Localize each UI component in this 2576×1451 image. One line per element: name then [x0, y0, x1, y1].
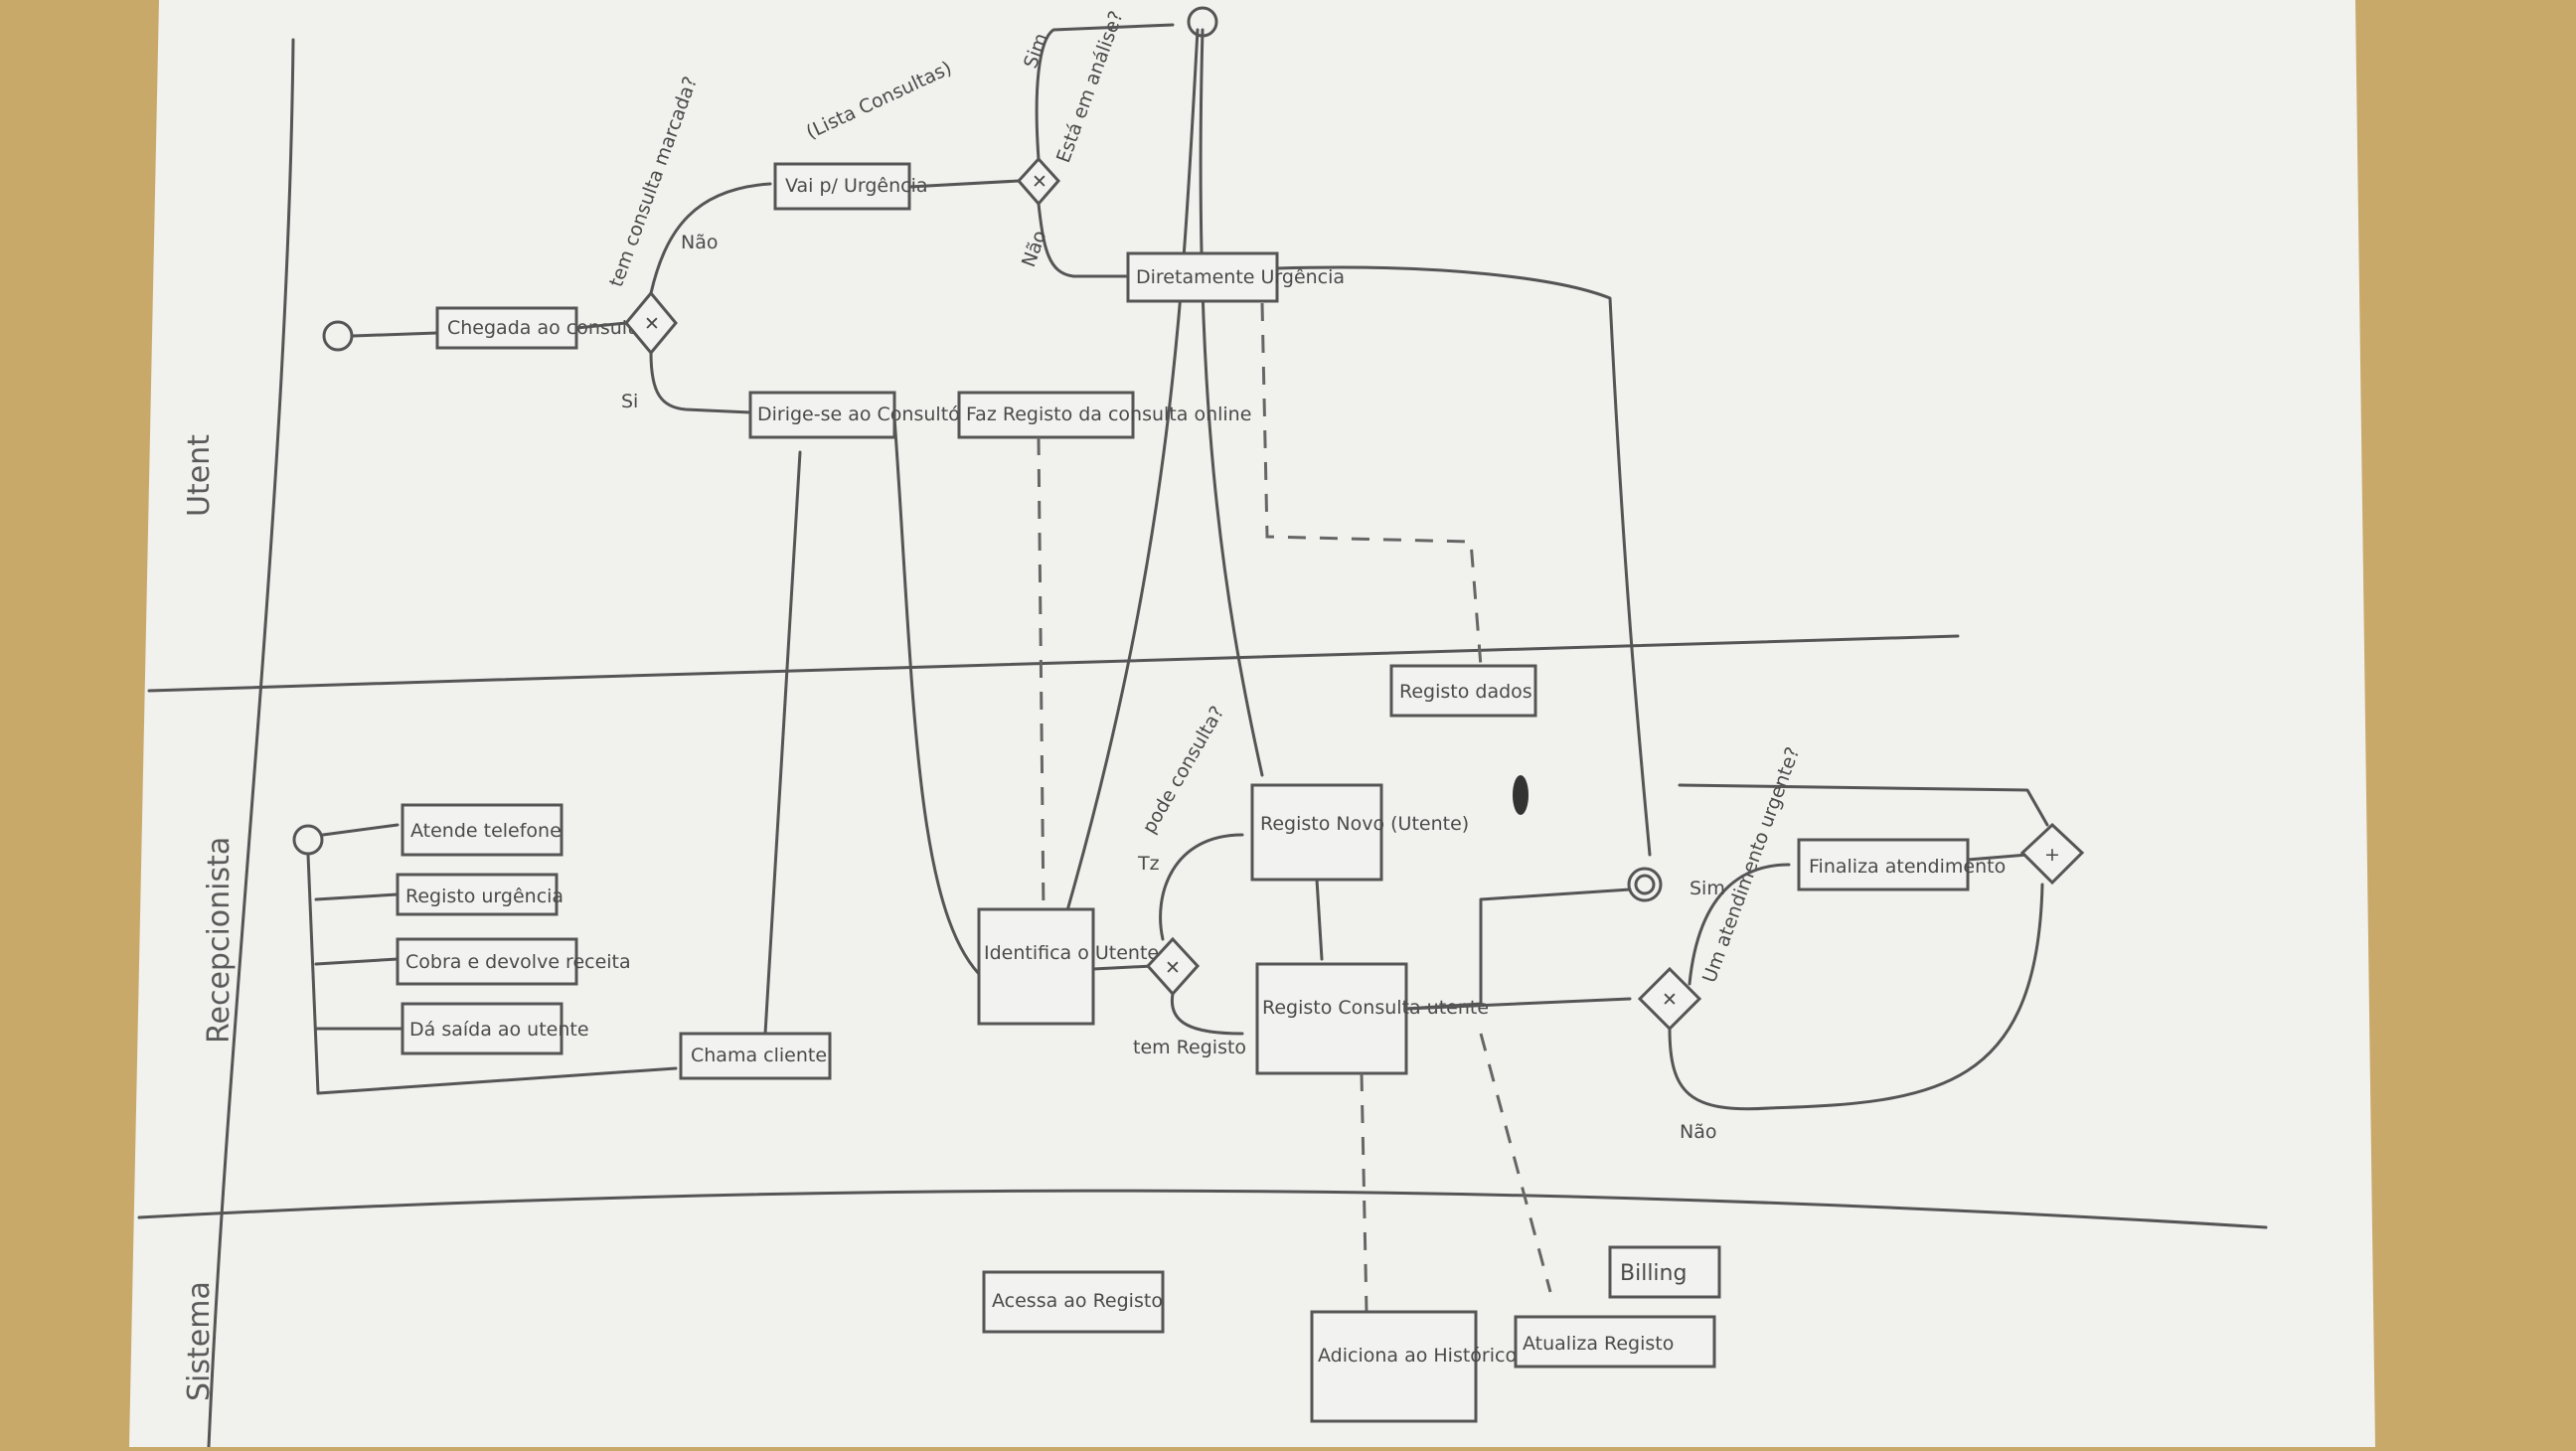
task-access-registry-label: Acessa ao Registo — [992, 1290, 1163, 1312]
task-update-registry — [1514, 1315, 1716, 1369]
flow-gateway3-yes — [1159, 833, 1244, 941]
task-register-form-label: Faz Registo da consulta online — [966, 403, 1251, 425]
task-call-client — [679, 1032, 832, 1080]
task-option4 — [401, 1002, 564, 1055]
task-go-consult-label: Dirige-se ao Consultório — [757, 403, 984, 425]
task-register-data — [1389, 664, 1537, 718]
lane-divider-top — [147, 634, 1960, 693]
flow-top-event-down — [1061, 28, 1200, 926]
swimlane-lines — [137, 38, 2268, 1449]
flow-gateway1-no — [649, 182, 772, 295]
lane-label-middle: Recepcionista — [202, 837, 237, 1044]
message-history-down — [1360, 1072, 1368, 1313]
flow-gateway2-no — [1037, 202, 1130, 278]
task-billing — [1608, 1245, 1721, 1299]
flow-gateway2-yes — [1035, 23, 1175, 161]
flow-start-top — [351, 331, 439, 338]
flow-start-middle-bus — [306, 853, 678, 1095]
message-urgency-down — [1260, 302, 1483, 667]
task-go-urgency-label: Vai p/ Urgência — [785, 175, 928, 197]
task-update-registry-label: Atualiza Registo — [1523, 1333, 1674, 1355]
flow-option3 — [314, 957, 400, 966]
task-identify-patient — [977, 907, 1095, 1026]
gateway-join-mark: + — [2044, 844, 2060, 866]
flow-gateway4-yes — [1688, 863, 1791, 986]
lane-header-divider — [207, 38, 295, 1449]
task-register-data-label: Registo dados — [1399, 681, 1532, 703]
message-event-marker — [1513, 775, 1529, 815]
lane-label-bottom: Sistema — [182, 1281, 217, 1401]
task-register-form — [957, 391, 1135, 439]
flow-updated-to-gateway4 — [1404, 997, 1632, 1011]
flow-urgency-to-end — [1275, 265, 1652, 857]
task-go-consult — [748, 391, 896, 439]
gateway1-yes-label: Si — [621, 391, 638, 412]
gateway4-mark: ✕ — [1662, 989, 1678, 1011]
task-start-top-label: Chegada ao consultório — [447, 317, 671, 339]
message-billing-down — [1479, 1033, 1552, 1293]
flow-gateway3-no — [1170, 992, 1244, 1036]
flow-call-client-up — [763, 450, 802, 1036]
task-add-history — [1310, 1310, 1478, 1423]
task-finish — [1797, 838, 1970, 891]
flow-gateway1-yes — [649, 351, 752, 414]
message-register-down — [1037, 436, 1046, 915]
flow-to-gateway1 — [574, 321, 628, 330]
task-register-updated — [1255, 962, 1408, 1075]
task-option4-label: Dá saída ao utente — [409, 1019, 589, 1041]
task-option1-label: Atende telefone — [410, 820, 562, 842]
flow-to-gateway2 — [907, 179, 1021, 189]
task-start-top — [435, 306, 578, 350]
gateway4-yes-label: Sim — [1690, 878, 1725, 899]
gateway-join — [2019, 822, 2085, 886]
task-identify-patient-label: Identifica o Utente — [984, 942, 1159, 964]
task-call-client-label: Chama cliente — [691, 1045, 827, 1066]
gateway2-mark: ✕ — [1032, 171, 1047, 193]
flow-loop-top — [1678, 783, 2049, 827]
flow-to-gateway3 — [1091, 964, 1155, 971]
flow-option2 — [314, 892, 400, 901]
flow-option1 — [321, 823, 400, 837]
flow-top-event-down2 — [1199, 28, 1264, 777]
task-finish-label: Finaliza atendimento — [1809, 856, 2006, 878]
task-add-history-label: Adiciona ao Histórico — [1318, 1345, 1517, 1367]
task-option2 — [396, 873, 559, 916]
gateway1-mark: ✕ — [644, 313, 660, 335]
task-option2-label: Registo urgência — [405, 886, 564, 907]
flow-finish-to-join — [1966, 853, 2029, 862]
flow-consult-down — [892, 415, 986, 981]
task-call-urgency-label: Diretamente Urgência — [1136, 266, 1345, 288]
lane-divider-bottom — [137, 1189, 2268, 1229]
task-register-new-label: Registo Novo (Utente) — [1260, 813, 1469, 835]
intermediate-event-middle-inner — [1634, 874, 1656, 895]
task-register-updated-label: Registo Consulta utente — [1262, 997, 1489, 1019]
gateway1-no-label: Não — [681, 232, 718, 253]
flow-new-to-updated — [1315, 878, 1324, 961]
flow-gateway4-no — [1668, 1027, 1771, 1111]
task-option3 — [396, 937, 578, 986]
task-call-urgency — [1126, 251, 1279, 303]
lane-label-top: Utent — [182, 434, 217, 517]
gateway4-no-label: Não — [1680, 1121, 1716, 1143]
task-option1 — [401, 803, 564, 857]
gateway3-no-label: tem Registo — [1133, 1037, 1246, 1058]
task-access-registry — [982, 1270, 1165, 1334]
gateway3-mark: ✕ — [1165, 957, 1181, 979]
gateway3-yes-label: Tz — [1137, 853, 1160, 875]
task-billing-label: Billing — [1620, 1261, 1687, 1286]
task-option3-label: Cobra e devolve receita — [405, 951, 631, 973]
flow-no-to-join — [1767, 883, 2044, 1110]
intermediate-event-middle — [1627, 867, 1663, 902]
task-go-urgency — [773, 162, 911, 211]
